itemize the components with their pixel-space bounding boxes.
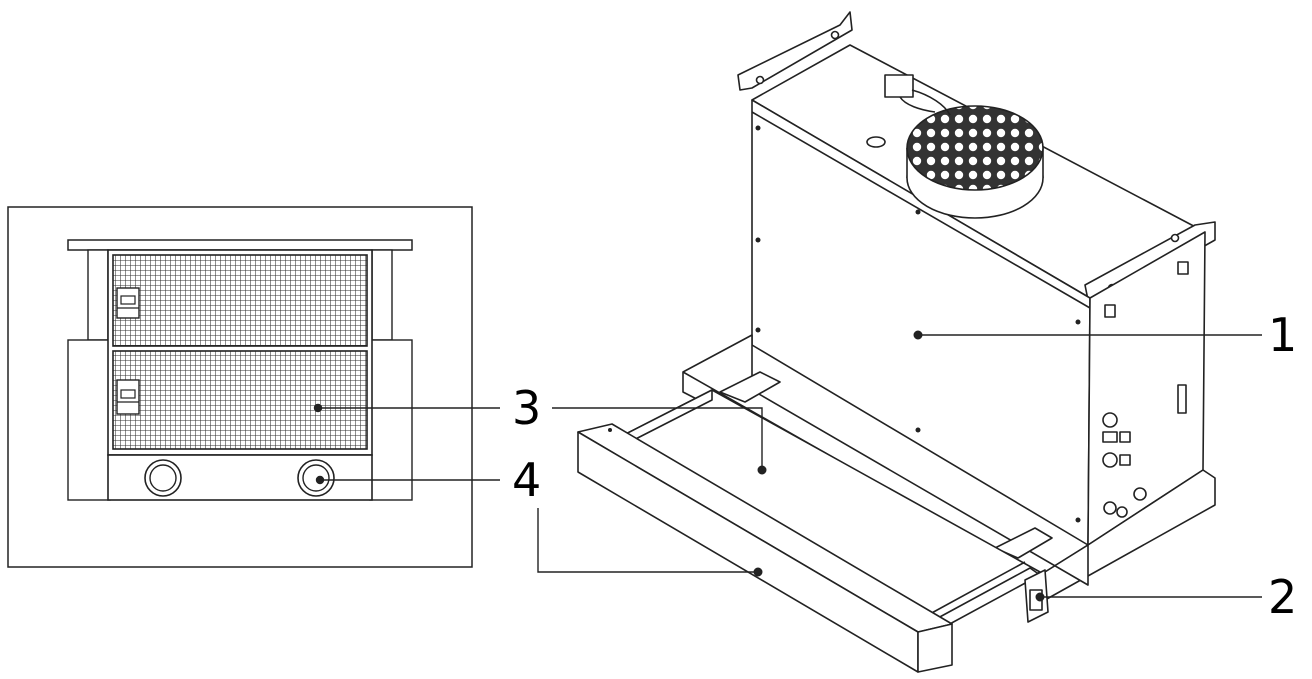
leader-4-dot-b (315, 475, 325, 485)
callout-3: 3 (512, 381, 541, 435)
mounting-bracket-rear (737, 11, 853, 91)
leader-4-dot-a (753, 567, 763, 577)
filter-latch-lower (116, 379, 140, 415)
upper-left-post (87, 249, 109, 341)
exhaust-collar (906, 105, 1044, 219)
top-plate (67, 239, 413, 251)
trim-screw (608, 428, 612, 432)
grease-filter-upper (112, 254, 368, 347)
leader-3-a (552, 407, 763, 470)
front-screws (755, 125, 1081, 523)
control-knob-right (297, 459, 335, 497)
filter-latch-upper (116, 287, 140, 319)
front-trim-end (917, 623, 953, 673)
lower-right-block (369, 339, 413, 501)
leader-3-dot-a (757, 465, 767, 475)
side-slot (1177, 384, 1187, 414)
top-screw (866, 136, 886, 148)
control-knob-left (144, 459, 182, 497)
front-view-panel (7, 206, 473, 568)
upper-right-post (371, 249, 393, 341)
callout-1: 1 (1268, 308, 1297, 362)
leader-2-dot (1035, 592, 1045, 602)
callout-2: 2 (1268, 570, 1297, 624)
hood-isometric (577, 11, 1216, 673)
leader-4-a (537, 508, 758, 573)
leader-1-dot (913, 330, 923, 340)
leader-3-dot-b (313, 403, 323, 413)
side-square-top-1 (1104, 304, 1116, 318)
callout-4: 4 (512, 453, 541, 507)
base-bracket-left (719, 371, 781, 403)
side-connectors (1102, 412, 1147, 518)
leader-lines (313, 330, 1262, 602)
power-cable (884, 74, 951, 116)
side-square-top-2 (1177, 261, 1189, 275)
lower-left-block (67, 339, 111, 501)
grease-filter-lower (112, 350, 368, 450)
